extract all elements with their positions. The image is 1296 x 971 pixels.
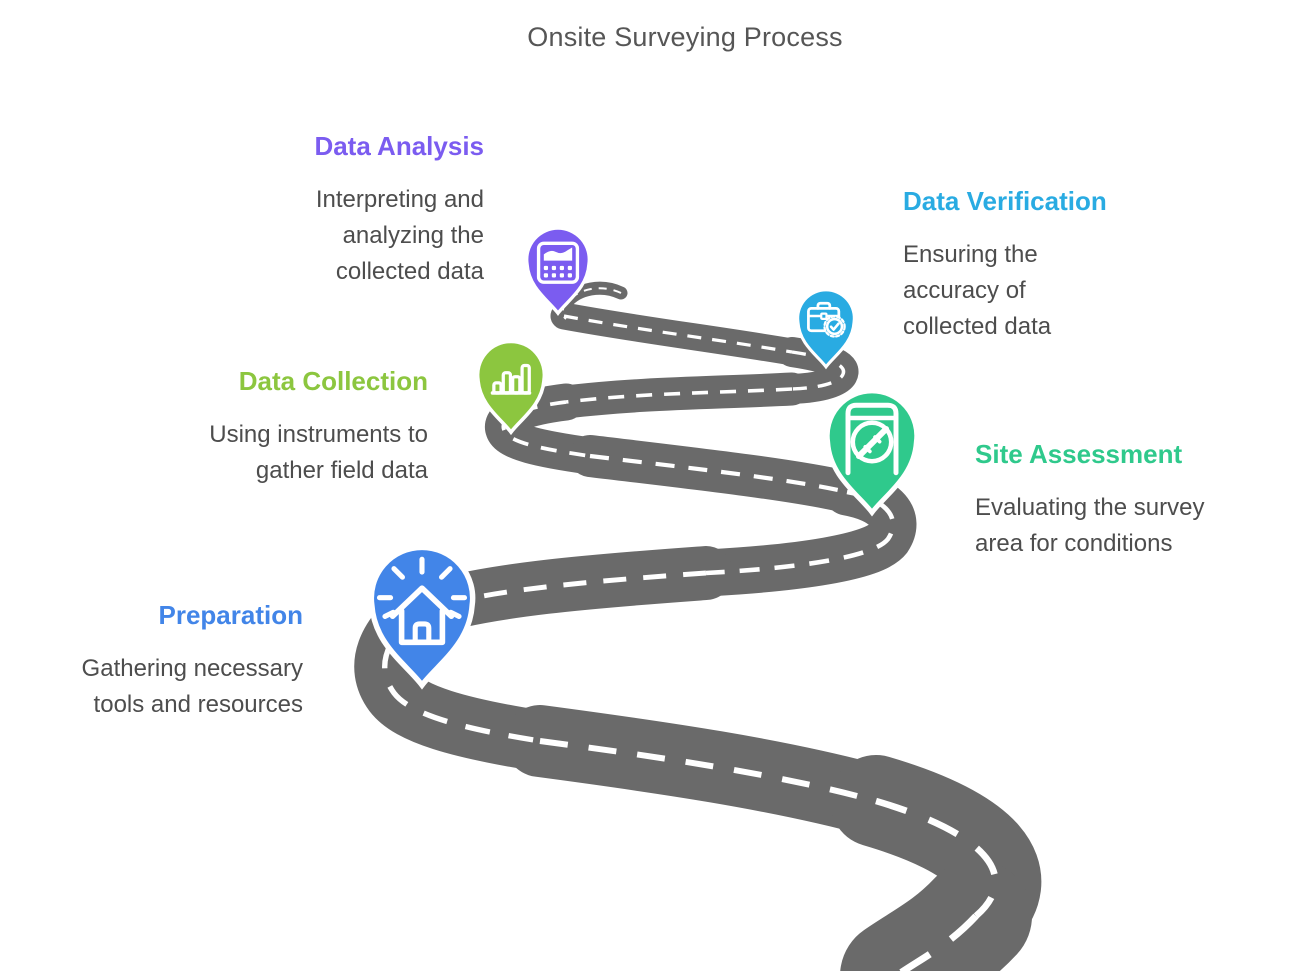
- step-data-verification: Data Verification Ensuring the accuracy …: [903, 183, 1107, 345]
- pin-data-analysis: [525, 226, 591, 316]
- step-site-assessment: Site Assessment Evaluating the survey ar…: [975, 436, 1204, 562]
- road-centerline: [382, 287, 999, 971]
- step-data-verification-description: Ensuring the accuracy of collected data: [903, 241, 1052, 340]
- house-rays-icon: [376, 556, 468, 646]
- pin-data-verification: [796, 288, 856, 370]
- pin-preparation: [368, 544, 476, 690]
- step-data-analysis: Data Analysis Interpreting and analyzing…: [314, 128, 484, 290]
- pin-site-assessment: [824, 388, 920, 517]
- survey-marker-icon: [845, 402, 899, 476]
- step-data-analysis-label: Data Analysis: [314, 131, 484, 161]
- step-data-verification-label: Data Verification: [903, 186, 1107, 216]
- step-preparation: Preparation Gathering necessary tools an…: [82, 597, 303, 723]
- step-data-collection: Data Collection Using instruments to gat…: [209, 363, 428, 489]
- step-data-analysis-description: Interpreting and analyzing the collected…: [315, 186, 484, 285]
- step-data-collection-description: Using instruments to gather field data: [209, 421, 428, 484]
- step-data-collection-label: Data Collection: [238, 366, 428, 396]
- road-path: [354, 281, 1042, 971]
- bar-chart-icon: [490, 363, 532, 395]
- rays: [376, 556, 468, 619]
- step-site-assessment-label: Site Assessment: [975, 439, 1183, 469]
- step-preparation-label: Preparation: [158, 600, 304, 630]
- step-preparation-description: Gathering necessary tools and resources: [81, 655, 303, 718]
- chart-calculator-icon: [536, 241, 580, 284]
- pin-data-collection: [475, 339, 547, 436]
- briefcase-check-icon: [807, 301, 846, 338]
- check-badge: [823, 315, 846, 338]
- diagram-title: Onsite Surveying Process: [527, 22, 843, 52]
- calculator-keys: [543, 265, 572, 278]
- step-site-assessment-description: Evaluating the survey area for condition…: [975, 494, 1205, 557]
